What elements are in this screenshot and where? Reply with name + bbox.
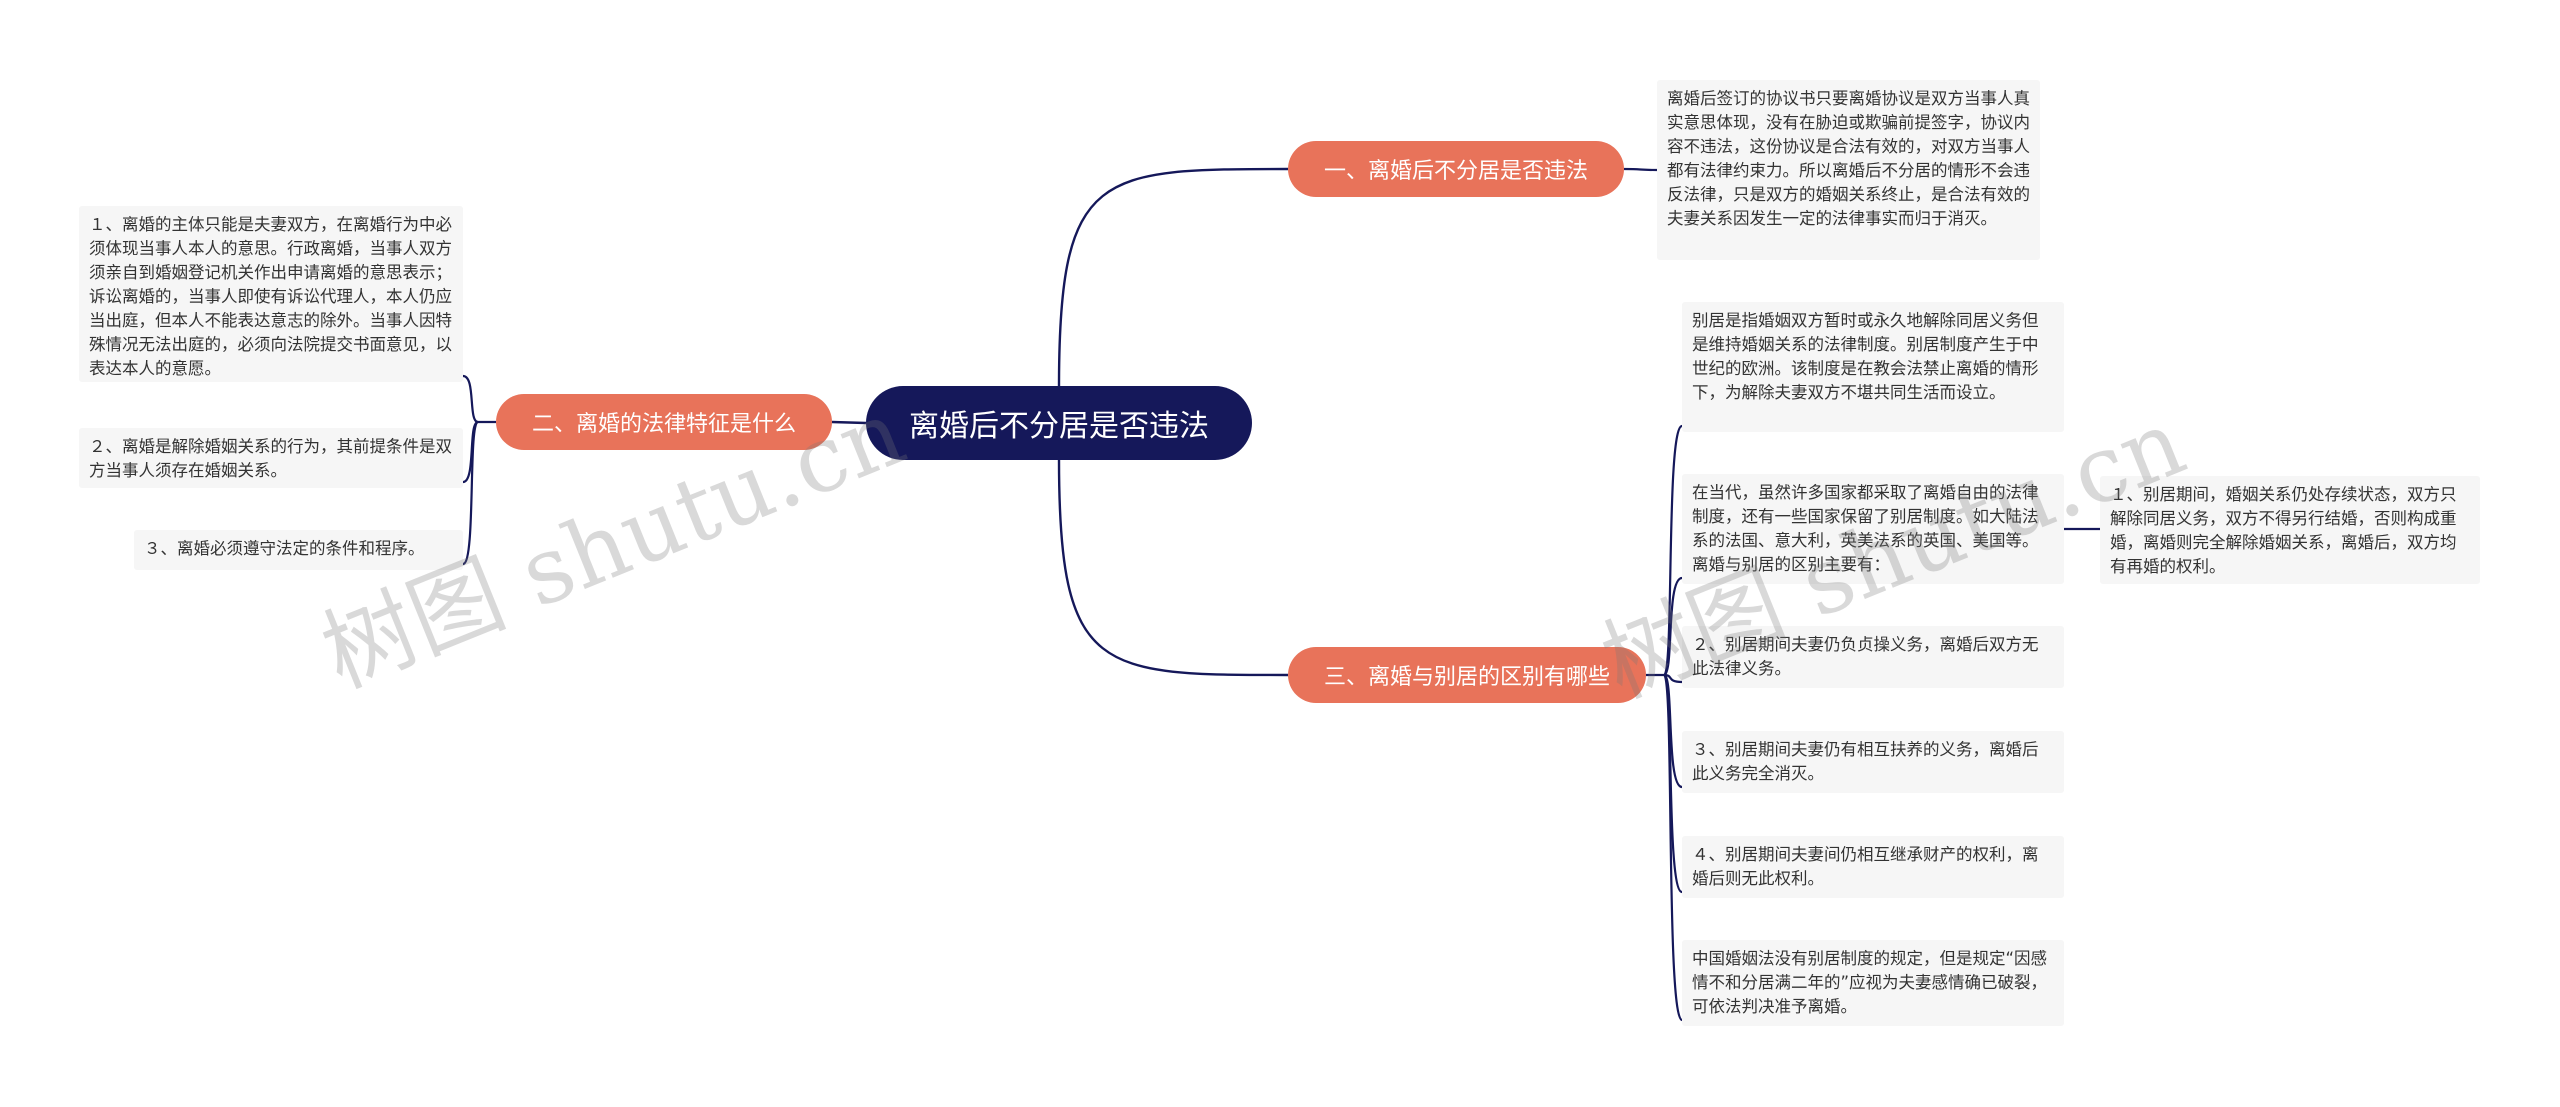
root-topic-label: 离婚后不分居是否违法 (909, 409, 1209, 444)
branch-3-item-support-duty: ３、别居期间夫妻仍有相互扶养的义务，离婚后此义务完全消灭。 (1682, 731, 2064, 793)
branch-3-to-item-5-line (1662, 673, 1684, 894)
branch-3-item-modern-systems: 在当代，虽然许多国家都采取了离婚自由的法律制度，还有一些国家保留了别居制度。如大… (1682, 474, 2064, 584)
branch-1-label: 一、离婚后不分居是否违法 (1323, 159, 1588, 184)
branch-3-item-separation-definition: 别居是指婚姻双方暂时或永久地解除同居义务但是维持婚姻关系的法律制度。别居制度产生… (1682, 302, 2064, 432)
branch-2-label: 二、离婚的法律特征是什么 (531, 412, 796, 437)
branch-2-to-item-1-line (462, 374, 479, 424)
branch-1-to-detail-line (1623, 167, 1658, 172)
root-to-branch-2-line (831, 420, 867, 425)
branch-2-to-item-2-line (462, 420, 479, 484)
branch-3-to-item-2-line (1662, 576, 1683, 677)
branch-3-to-item-1-line (1662, 424, 1684, 677)
branch-2-item-1: １、离婚的主体只能是夫妻双方，在离婚行为中必须体现当事人本人的意思。行政离婚，当… (79, 206, 463, 382)
branch-3-label: 三、离婚与别居的区别有哪些 (1323, 665, 1610, 690)
branch-3-divorce-vs-separation[interactable]: 三、离婚与别居的区别有哪些 (1288, 647, 1646, 703)
branch-3-item-chastity-duty: ２、别居期间夫妻仍负贞操义务，离婚后双方无此法律义务。 (1682, 626, 2064, 688)
branch-3-item-china-marriage-law: 中国婚姻法没有别居制度的规定，但是规定“因感情不和分居满二年的”应视为夫妻感情确… (1682, 940, 2064, 1026)
branch-1-detail-text: 离婚后签订的协议书只要离婚协议是双方当事人真实意思体现，没有在胁迫或欺骗前提签字… (1657, 80, 2040, 260)
branch-3-subitem-marriage-continues: １、别居期间，婚姻关系仍处存续状态，双方只解除同居义务，双方不得另行结婚，否则构… (2100, 476, 2480, 584)
branch-3-to-item-6-line (1662, 673, 1684, 1022)
branch-2-legal-features[interactable]: 二、离婚的法律特征是什么 (496, 394, 832, 450)
branch-2-to-item-3-line (461, 420, 480, 566)
branch-2-item-2: ２、离婚是解除婚姻关系的行为，其前提条件是双方当事人须存在婚姻关系。 (79, 428, 463, 488)
branch-2-item-3: ３、离婚必须遵守法定的条件和程序。 (134, 530, 463, 570)
root-topic[interactable]: 离婚后不分居是否违法 (866, 386, 1252, 460)
branch-1-not-separating-legality[interactable]: 一、离婚后不分居是否违法 (1288, 141, 1624, 197)
root-to-branch-1-line (1057, 167, 1289, 387)
branch-3-item-inheritance-right: ４、别居期间夫妻间仍相互继承财产的权利，离婚后则无此权利。 (1682, 836, 2064, 898)
root-to-branch-3-line (1057, 459, 1289, 677)
